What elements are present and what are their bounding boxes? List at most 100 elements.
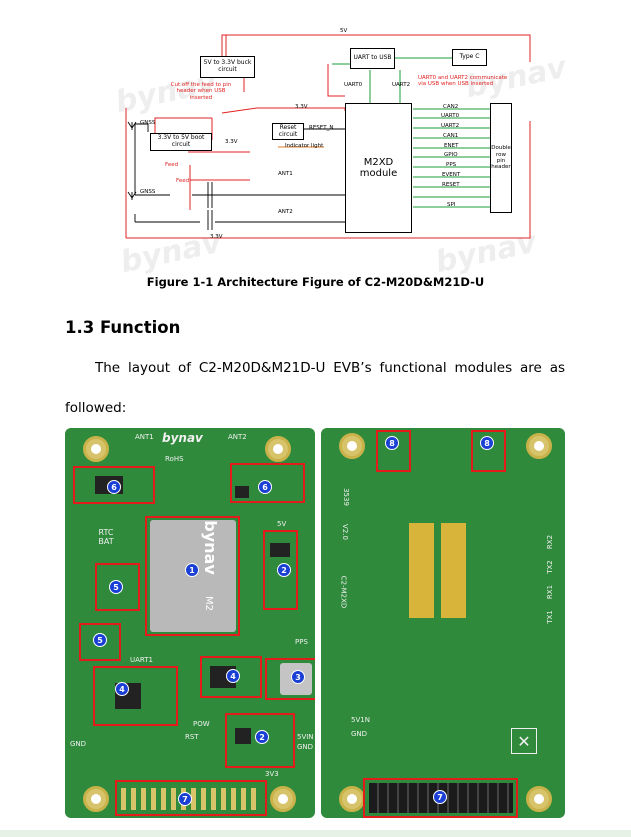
module-7-front [115, 780, 267, 816]
gnss2-label: GNSS [140, 189, 156, 195]
signal-can1: CAN1 [443, 133, 459, 139]
back-hole-tr [526, 433, 552, 459]
ant1-label: ANT1 [278, 171, 293, 177]
silk-rst: RST [185, 733, 199, 741]
module-3 [265, 658, 315, 700]
uart-usb-box: UART to USB [350, 48, 395, 69]
silk-back-5v1n: 5V1N [351, 716, 370, 724]
cutoff-note: Cut off the feed to pin header when USB … [170, 82, 232, 101]
signal-uart2: UART2 [441, 123, 460, 129]
uart2-label: UART2 [392, 82, 411, 88]
silk-ant1: ANT1 [135, 433, 154, 441]
silk-pps: PPS [295, 638, 308, 646]
gold-pad-right [441, 523, 466, 618]
page-bottom-strip [0, 830, 631, 837]
signal-gpio: GPIO [444, 152, 458, 158]
chip-6r [235, 486, 249, 498]
silk-uart1: UART1 [130, 656, 153, 664]
badge-4-right: 4 [226, 669, 240, 683]
badge-7-front: 7 [178, 792, 192, 806]
silk-back-gnd: GND [351, 730, 368, 738]
silk-5vin: 5VIN [297, 733, 314, 741]
silk-rx1: RX1 [546, 584, 555, 600]
silk-5v: 5V [277, 520, 287, 528]
mount-hole-tr [265, 436, 291, 462]
signal-can2: CAN2 [443, 104, 459, 110]
board-back: 8 8 3539 V2.0 C2-M2XD TX1 RX1 TX2 RX2 5V… [321, 428, 565, 818]
badge-7-back: 7 [433, 790, 447, 804]
signal-event: EVENT [442, 172, 461, 178]
silk-rohs: RoHS [165, 455, 184, 463]
badge-1: 1 [185, 563, 199, 577]
badge-4-left: 4 [115, 682, 129, 696]
silk-pow: POW [193, 720, 210, 728]
mount-hole-br [270, 786, 296, 812]
reset-circuit-box: Reset circuit [272, 123, 304, 140]
badge-8-left: 8 [385, 436, 399, 450]
badge-8-right: 8 [480, 436, 494, 450]
diagram-wires [125, 34, 531, 239]
module-2-lower [225, 713, 295, 768]
chip-2u [270, 543, 290, 557]
silk-3v3: 3V3 [265, 770, 279, 778]
silk-gnd-right: GND [297, 743, 314, 751]
typec-box: Type C [452, 49, 487, 66]
board-front: ANT1 bynav ANT2 RoHS RTC BAT 6 6 bynav M… [65, 428, 315, 818]
module-4-left [93, 666, 178, 726]
signal-uart0: UART0 [441, 113, 460, 119]
badge-6-left: 6 [107, 480, 121, 494]
silk-ant2: ANT2 [228, 433, 247, 441]
signal-enet: ENET [444, 143, 459, 149]
feed1-label: Feed [165, 162, 179, 168]
pin-header-box: Double row pin header [490, 103, 512, 213]
badge-2-upper: 2 [277, 563, 291, 577]
silk-tx1: TX1 [545, 610, 554, 624]
gnss1-label: GNSS [140, 120, 156, 126]
module-4-right [200, 656, 262, 698]
chip-2l [235, 728, 251, 744]
weee-icon: ✕ [511, 728, 537, 754]
silk-tx2: TX2 [545, 560, 554, 574]
back-hole-tl [339, 433, 365, 459]
silk-m2-brand: bynav [200, 520, 220, 575]
ant2-label: ANT2 [278, 209, 293, 215]
rail-3v3-bottom-label: 3.3V [210, 234, 223, 240]
silk-back-num: 3539 [341, 488, 350, 506]
silk-back-v: V2.0 [340, 524, 349, 540]
silk-rx2: RX2 [546, 534, 555, 550]
boost-converter-box: 3.3V to 5V boot circuit [150, 133, 212, 151]
signal-spi: SPI [447, 202, 456, 208]
silk-m2: M2 [203, 596, 214, 611]
signal-pps: PPS [446, 162, 457, 168]
reset-n-label: RESET_N [309, 125, 334, 131]
module-8-left [376, 430, 411, 472]
module-7-back [363, 778, 518, 818]
back-hole-br [526, 786, 552, 812]
signal-reset: RESET [442, 182, 460, 188]
badge-5-upper: 5 [109, 580, 123, 594]
badge-2-lower: 2 [255, 730, 269, 744]
module-1 [145, 516, 240, 636]
silk-back-model: C2-M2XD [339, 575, 348, 609]
body-paragraph-line1: The layout of C2-M20D&M21D-U EVB’s funct… [95, 360, 565, 376]
rail-3v3-left-label: 3.3V [225, 139, 238, 145]
back-hole-bl [339, 786, 365, 812]
body-paragraph-line2: followed: [65, 400, 127, 416]
module-6-left [73, 466, 155, 504]
indicator-label: Indicator light [285, 143, 324, 149]
section-heading: 1.3 Function [65, 318, 181, 337]
mount-hole-tl [83, 436, 109, 462]
usb-note: UART0 and UART2 communicate via USB when… [418, 75, 508, 88]
module-8-right [471, 430, 506, 472]
figure-caption: Figure 1-1 Architecture Figure of C2-M20… [146, 275, 485, 289]
board-photo: ANT1 bynav ANT2 RoHS RTC BAT 6 6 bynav M… [65, 428, 565, 820]
m2xd-module-box: M2XD module [345, 103, 412, 233]
rail-3v3-top-label: 3.3V [295, 104, 308, 110]
silk-gnd-left: GND [70, 740, 87, 748]
badge-5-lower: 5 [93, 633, 107, 647]
silk-rtc-bat: RTC BAT [98, 528, 114, 546]
module-6-right [230, 463, 305, 503]
badge-6-right: 6 [258, 480, 272, 494]
module-5-upper [95, 563, 140, 611]
silk-brand: bynav [162, 431, 203, 445]
